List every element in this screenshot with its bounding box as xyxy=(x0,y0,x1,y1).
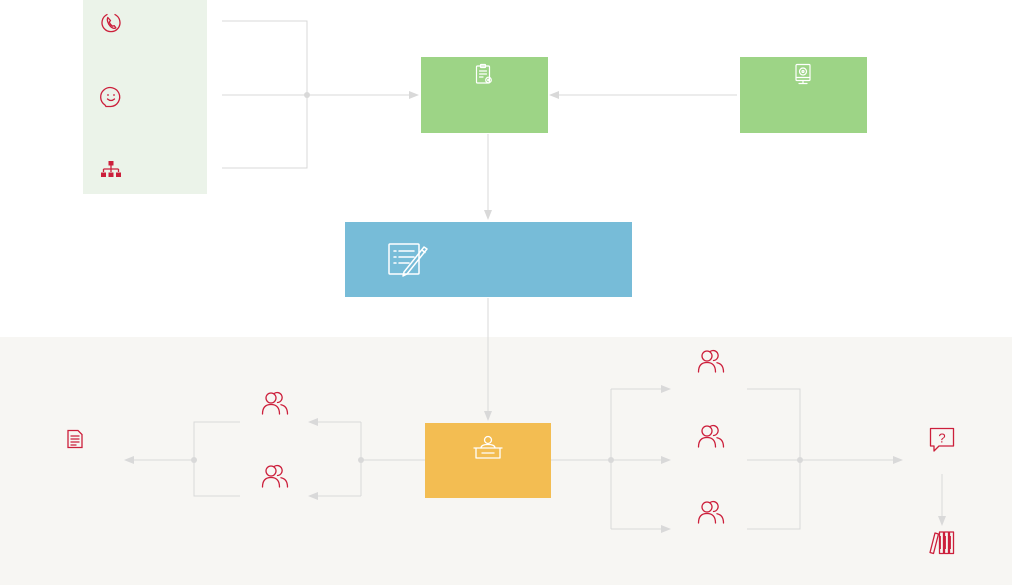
podium-speaker-icon xyxy=(472,435,504,461)
right-merge-bracket xyxy=(747,388,801,530)
books-icon xyxy=(929,529,955,555)
clipboard-node xyxy=(421,57,548,133)
svg-text:?: ? xyxy=(938,431,945,446)
clipboard-gear-icon xyxy=(472,62,496,86)
users-icon xyxy=(261,463,289,489)
phone-icon xyxy=(99,11,123,35)
smiley-face-icon xyxy=(99,85,123,109)
users-icon xyxy=(261,390,289,416)
users-icon xyxy=(697,348,725,374)
junction-dot xyxy=(191,457,197,463)
junction-dot xyxy=(608,457,614,463)
users-icon xyxy=(697,423,725,449)
monitor-node xyxy=(740,57,867,133)
podium-node xyxy=(425,423,551,498)
document-list-icon xyxy=(66,429,84,449)
input-panel xyxy=(83,0,207,194)
document-edit-icon xyxy=(387,241,431,279)
junction-dot xyxy=(358,457,364,463)
webcam-monitor-icon xyxy=(791,62,815,86)
users-icon xyxy=(697,499,725,525)
org-chart-icon xyxy=(99,158,123,182)
document-edit-node xyxy=(345,222,632,297)
question-bubble-icon: ? xyxy=(929,427,955,453)
junction-dot xyxy=(304,92,310,98)
junction-dot xyxy=(797,457,803,463)
left-merge-bracket xyxy=(193,421,240,497)
